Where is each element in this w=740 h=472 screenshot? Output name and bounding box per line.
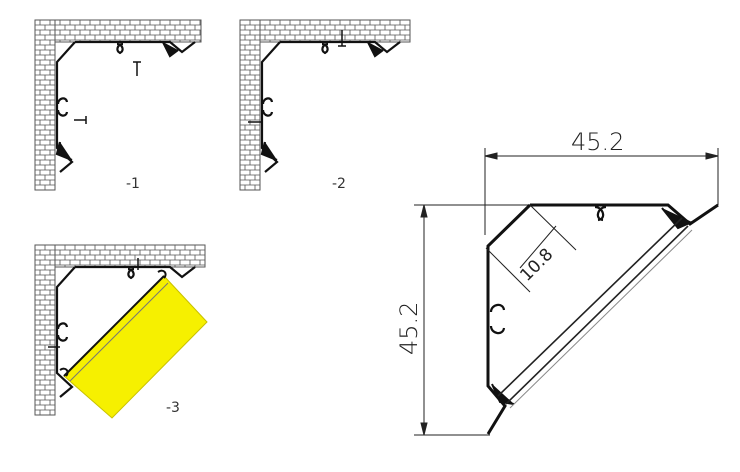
clip: [59, 367, 69, 377]
brick-wall: [34, 19, 202, 191]
corner-profile: [55, 40, 196, 173]
screw-icon: [248, 118, 263, 126]
profile-detail: 45.2 45.2: [395, 128, 719, 436]
step-2-panel: -2: [239, 19, 411, 192]
corner-profile: [55, 265, 196, 398]
aluminium-profile: [486, 203, 719, 435]
diffuser-cover: [497, 217, 693, 409]
corner-profile: [260, 40, 401, 173]
brick-wall: [239, 19, 411, 191]
diffuser-edge: [63, 275, 165, 377]
width-dimension: [484, 148, 719, 235]
screw-icon: [133, 61, 141, 76]
depth-value: 10.8: [516, 245, 557, 286]
step-3-panel: -3: [34, 244, 208, 419]
width-value: 45.2: [571, 128, 624, 156]
screw-icon: [338, 30, 346, 47]
height-dimension: [414, 204, 530, 436]
diffuser-edge: [69, 282, 169, 382]
step-1-label: -1: [126, 176, 140, 192]
step-2-label: -2: [332, 176, 346, 192]
diffuser-cover: [63, 275, 208, 419]
step-3-label: -3: [166, 400, 180, 416]
screw-icon: [74, 116, 87, 124]
height-value: 45.2: [395, 302, 423, 355]
step-1-panel: -1: [34, 19, 202, 192]
clip: [157, 269, 167, 279]
depth-dimension: [485, 204, 577, 293]
